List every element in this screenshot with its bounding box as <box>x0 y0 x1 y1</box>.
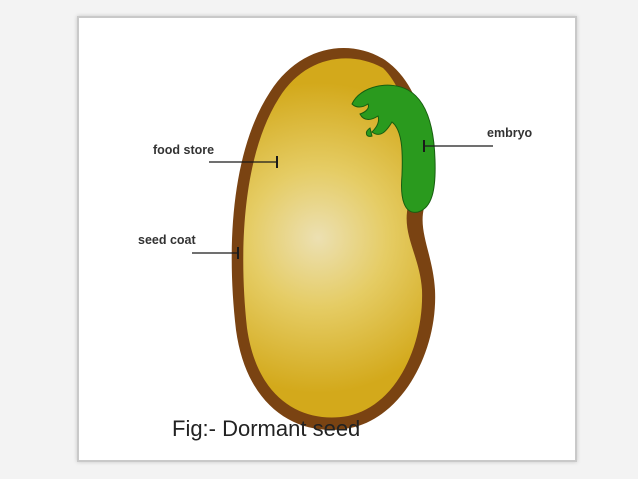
food-store-shape <box>243 58 423 418</box>
figure-caption: Fig:- Dormant seed <box>172 416 361 441</box>
embryo-shape <box>351 84 436 213</box>
food-store-label: food store <box>153 143 214 157</box>
seed-coat-label: seed coat <box>138 233 197 247</box>
embryo-plumule <box>365 127 373 137</box>
embryo-label: embryo <box>487 126 533 140</box>
